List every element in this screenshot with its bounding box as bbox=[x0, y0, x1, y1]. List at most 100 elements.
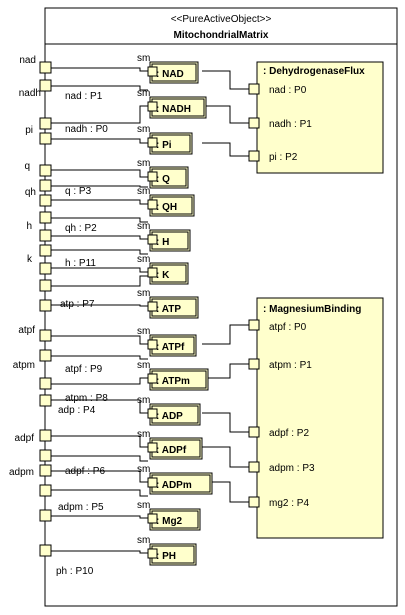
state-part[interactable]: sm: ATP bbox=[137, 288, 199, 319]
boundary-port[interactable] bbox=[39, 132, 52, 145]
state-part[interactable]: sm : PH bbox=[137, 535, 197, 566]
magnesium-port-label: adpf : P2 bbox=[269, 428, 309, 439]
boundary-port[interactable] bbox=[39, 211, 52, 224]
state-name: : NADH bbox=[156, 104, 191, 115]
state-sm-label: sm bbox=[137, 326, 150, 337]
state-part[interactable]: sm: QH bbox=[137, 186, 195, 217]
state-part[interactable]: sm : Mg2 bbox=[137, 500, 201, 531]
boundary-port[interactable] bbox=[39, 299, 52, 312]
state-sm-label: sm bbox=[137, 395, 150, 406]
block-title: MitochondrialMatrix bbox=[173, 30, 268, 41]
state-part[interactable]: sm: K bbox=[137, 254, 189, 285]
state-part[interactable]: sm: Q bbox=[137, 158, 189, 189]
boundary-port[interactable] bbox=[39, 329, 52, 342]
connector-label: ph : P10 bbox=[56, 566, 94, 577]
boundary-port[interactable] bbox=[39, 117, 52, 130]
connector-label: nadh : P0 bbox=[65, 124, 108, 135]
external-port-label: pi bbox=[25, 125, 33, 136]
state-port[interactable] bbox=[147, 339, 158, 350]
state-part[interactable]: sm: ADP bbox=[137, 395, 201, 426]
boundary-port[interactable] bbox=[39, 194, 52, 207]
state-port[interactable] bbox=[147, 477, 158, 488]
external-port-label: atpf bbox=[18, 325, 35, 336]
magnesium-port-atpm[interactable] bbox=[248, 358, 260, 370]
boundary-port[interactable] bbox=[39, 509, 52, 522]
state-port[interactable] bbox=[147, 66, 158, 77]
state-port[interactable] bbox=[147, 171, 158, 182]
connector-label: atpf : P9 bbox=[65, 364, 103, 375]
magnesium-port-label: atpf : P0 bbox=[269, 322, 307, 333]
state-name: : Pi bbox=[156, 140, 172, 151]
external-port-label: qh bbox=[25, 187, 36, 198]
boundary-port[interactable] bbox=[39, 429, 52, 442]
boundary-port[interactable] bbox=[39, 377, 52, 390]
state-name: : NAD bbox=[156, 69, 184, 80]
dehydrogenase-port-label: pi : P2 bbox=[269, 152, 298, 163]
dehydrogenase-flux-part[interactable]: : DehydrogenaseFlux nad : P0 nadh : P1 p… bbox=[248, 61, 384, 174]
boundary-port[interactable] bbox=[39, 349, 52, 362]
state-port[interactable] bbox=[147, 301, 158, 312]
boundary-port[interactable] bbox=[39, 229, 52, 242]
boundary-port[interactable] bbox=[39, 244, 52, 257]
boundary-port[interactable] bbox=[39, 279, 52, 292]
connector-label: adpf : P6 bbox=[65, 466, 105, 477]
boundary-port[interactable] bbox=[39, 61, 52, 74]
dehydrogenase-port-nad[interactable] bbox=[248, 83, 260, 95]
state-sm-label: sm bbox=[137, 53, 150, 64]
boundary-port[interactable] bbox=[39, 394, 52, 407]
state-name: : ADPf bbox=[156, 445, 187, 456]
magnesium-port-label: mg2 : P4 bbox=[269, 498, 309, 509]
state-port[interactable] bbox=[147, 234, 158, 245]
external-port-label: adpm bbox=[9, 467, 34, 478]
boundary-port[interactable] bbox=[39, 544, 52, 557]
magnesium-binding-part[interactable]: : MagnesiumBinding atpf : P0 atpm : P1 a… bbox=[248, 297, 384, 539]
state-part[interactable]: sm: Pi bbox=[137, 124, 193, 155]
connector-label: adpm : P5 bbox=[58, 502, 104, 513]
boundary-port[interactable] bbox=[39, 464, 52, 477]
dehydrogenase-port-pi[interactable] bbox=[248, 150, 260, 162]
magnesium-port-mg2[interactable] bbox=[248, 496, 260, 508]
magnesium-port-atpf[interactable] bbox=[248, 319, 260, 331]
state-name: : ATPf bbox=[156, 342, 185, 353]
state-port[interactable] bbox=[147, 513, 158, 524]
boundary-port[interactable] bbox=[39, 484, 52, 497]
boundary-port[interactable] bbox=[39, 79, 52, 92]
state-name: : Mg2 bbox=[156, 516, 183, 527]
magnesium-port-adpm[interactable] bbox=[248, 461, 260, 473]
boundary-port[interactable] bbox=[39, 164, 52, 177]
state-name: : PH bbox=[156, 551, 176, 562]
state-port[interactable] bbox=[147, 199, 158, 210]
connector-label: atp : P7 bbox=[60, 299, 95, 310]
connector-label: nad : P1 bbox=[65, 91, 103, 102]
state-part[interactable]: sm : NAD bbox=[137, 53, 199, 84]
state-port[interactable] bbox=[147, 101, 158, 112]
state-part[interactable]: sm: ATPm bbox=[137, 360, 209, 391]
dehydrogenase-port-nadh[interactable] bbox=[248, 117, 260, 129]
state-part[interactable]: sm : ATPf bbox=[137, 326, 197, 357]
state-sm-label: sm bbox=[137, 429, 150, 440]
state-port[interactable] bbox=[147, 408, 158, 419]
magnesium-port-adpf[interactable] bbox=[248, 426, 260, 438]
state-part[interactable]: sm: NADH bbox=[137, 88, 207, 119]
boundary-port[interactable] bbox=[39, 262, 52, 275]
state-part[interactable]: sm: H bbox=[137, 221, 191, 252]
state-sm-label: sm bbox=[137, 500, 150, 511]
boundary-port[interactable] bbox=[39, 449, 52, 462]
state-sm-label: sm bbox=[137, 464, 150, 475]
magnesium-port-label: atpm : P1 bbox=[269, 360, 312, 371]
state-port[interactable] bbox=[147, 373, 158, 384]
state-sm-label: sm bbox=[137, 535, 150, 546]
external-port-label: nadh bbox=[19, 88, 41, 99]
state-port[interactable] bbox=[147, 548, 158, 559]
state-port[interactable] bbox=[147, 137, 158, 148]
state-part[interactable]: sm: ADPm bbox=[137, 464, 213, 495]
state-part[interactable]: sm : ADPf bbox=[137, 429, 203, 460]
connector-wires bbox=[51, 67, 249, 554]
boundary-port[interactable] bbox=[39, 179, 52, 192]
state-port[interactable] bbox=[147, 267, 158, 278]
state-port[interactable] bbox=[147, 442, 158, 453]
dehydrogenase-flux-name: : DehydrogenaseFlux bbox=[263, 66, 365, 77]
